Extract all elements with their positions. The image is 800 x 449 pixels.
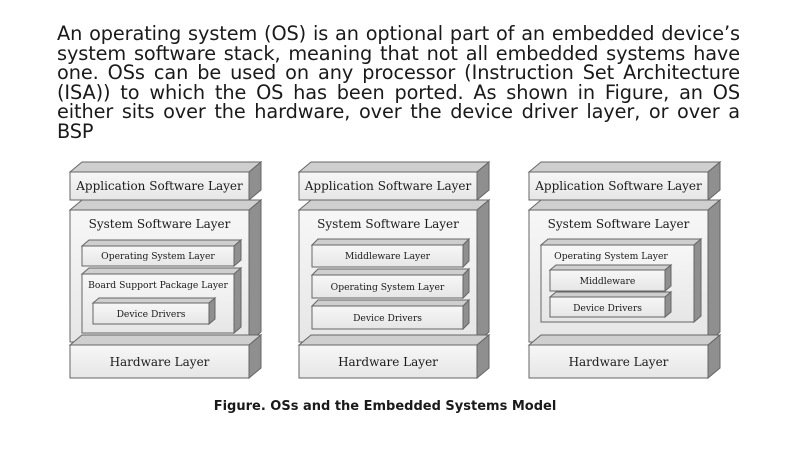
- hardware-layer-box: Hardware Layer: [527, 333, 722, 380]
- device-drivers-box: Device Drivers: [548, 290, 673, 319]
- application-layer-box: Application Software Layer: [68, 160, 263, 202]
- body-paragraph: An operating system (OS) is an optional …: [57, 22, 740, 143]
- application-layer-label: Application Software Layer: [75, 179, 243, 193]
- system-software-label: System Software Layer: [317, 217, 459, 231]
- device-drivers-label: Device Drivers: [117, 309, 186, 320]
- diagram-2: Application Software Layer System Softwa…: [297, 160, 491, 380]
- diagram-3: Application Software Layer System Softwa…: [527, 160, 722, 380]
- middleware-layer-label: Middleware Layer: [345, 251, 431, 262]
- hardware-layer-box: Hardware Layer: [68, 333, 263, 380]
- device-drivers-label: Device Drivers: [573, 303, 642, 314]
- hardware-layer-label: Hardware Layer: [338, 355, 438, 369]
- middleware-label: Middleware: [580, 276, 636, 287]
- os-layer-label: Operating System Layer: [101, 251, 215, 262]
- os-layer-label: Operating System Layer: [554, 251, 668, 262]
- os-layer-label: Operating System Layer: [331, 282, 445, 293]
- middleware-box: Middleware: [548, 263, 673, 293]
- application-layer-label: Application Software Layer: [304, 179, 472, 193]
- middleware-layer-box: Middleware Layer: [310, 237, 471, 269]
- hardware-layer-box: Hardware Layer: [297, 333, 491, 380]
- system-software-label: System Software Layer: [89, 217, 231, 231]
- application-layer-label: Application Software Layer: [534, 179, 702, 193]
- diagram-1: Application Software Layer System Softwa…: [68, 160, 263, 380]
- hardware-layer-label: Hardware Layer: [569, 355, 669, 369]
- hardware-layer-label: Hardware Layer: [110, 355, 210, 369]
- device-drivers-label: Device Drivers: [353, 313, 422, 324]
- os-layer-box: Operating System Layer: [310, 267, 471, 300]
- application-layer-box: Application Software Layer: [297, 160, 491, 202]
- figure-caption: Figure. OSs and the Embedded Systems Mod…: [213, 399, 557, 414]
- device-drivers-box: Device Drivers: [310, 298, 471, 331]
- bsp-layer-label: Board Support Package Layer: [88, 280, 228, 291]
- system-software-label: System Software Layer: [548, 217, 690, 231]
- os-layer-box: Operating System Layer: [80, 238, 243, 268]
- device-drivers-box: Device Drivers: [91, 296, 217, 326]
- application-layer-box: Application Software Layer: [527, 160, 722, 202]
